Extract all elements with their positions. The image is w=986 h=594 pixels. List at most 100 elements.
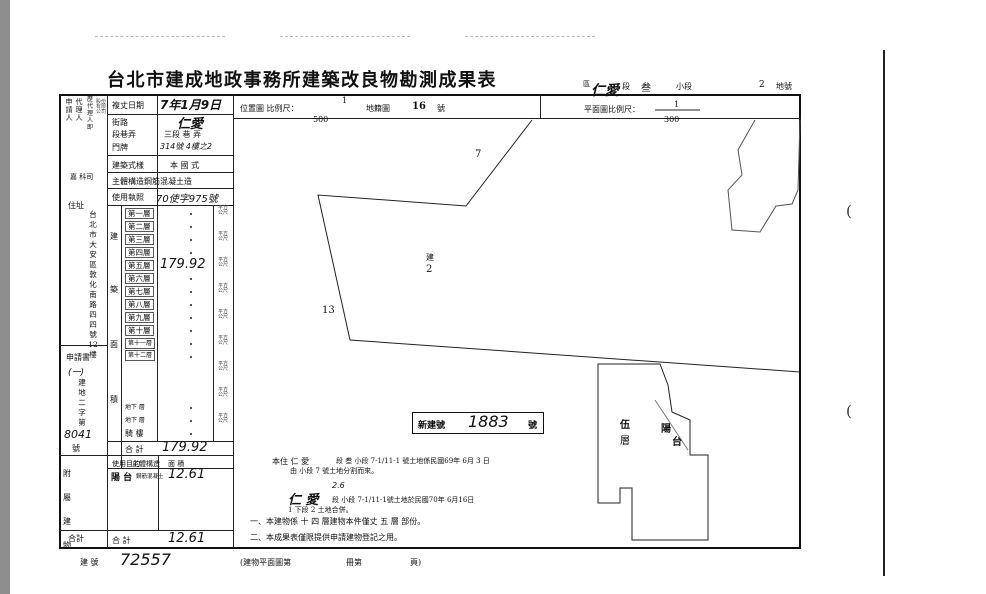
survey-date-value: 7年1月9日	[160, 98, 222, 112]
floor-9: 第九層	[125, 312, 154, 323]
scan-dash-1	[95, 36, 225, 38]
dot	[190, 356, 192, 358]
col-line-1	[107, 95, 108, 548]
floor-2: 第二層	[125, 221, 154, 232]
floor-8: 第八層	[125, 299, 154, 310]
floor-4: 第四層	[125, 247, 154, 258]
map-sheet-value: 16	[412, 101, 426, 112]
floor-plan-balcony-2: 台	[672, 437, 682, 448]
section-value: 叁	[641, 83, 651, 94]
unit-stamp: 平方公尺	[218, 205, 229, 216]
row-line-1	[108, 114, 233, 115]
margin-paren-2: (	[846, 402, 852, 420]
dot	[190, 278, 192, 280]
unit-stamp: 平方公尺	[218, 231, 229, 242]
building-type-label: 建築式樣	[112, 161, 144, 170]
unit-stamp: 平方公尺	[218, 283, 229, 294]
building-no-value: 72557	[120, 550, 171, 569]
floor-plan-outline	[597, 363, 709, 541]
floor-7: 第七層	[125, 286, 154, 297]
row-line-left-1	[59, 345, 107, 346]
parcel-2-label: 2	[426, 264, 433, 275]
dot	[190, 252, 192, 254]
floor-1: 第一層	[125, 208, 154, 219]
col-line-unit	[213, 205, 214, 441]
number-label: 號	[72, 444, 80, 453]
row-line-map-header	[234, 118, 801, 119]
row-line-4	[108, 188, 233, 189]
row-line-annex	[59, 455, 233, 456]
annex-structure-value: 鋼筋混凝土	[136, 474, 164, 480]
unit-stamp: 平方公尺	[218, 309, 229, 320]
section-lane-value: 三段 巷 弄	[164, 130, 202, 139]
annex-area-label: 面 積	[168, 460, 185, 468]
margin-paren-1: (	[846, 202, 852, 220]
floor-plan-divider	[654, 399, 689, 451]
position-scale-label: 位置圖 比例尺：	[240, 104, 299, 113]
survey-table-frame	[59, 94, 801, 549]
plan-sheet-mid: 冊第	[346, 558, 362, 567]
door-label: 門牌	[112, 143, 128, 152]
area-label: 築	[110, 285, 118, 294]
dot	[190, 407, 192, 409]
scan-dash-3	[465, 36, 595, 38]
dot	[190, 343, 192, 345]
map-sheet-suffix: 號	[437, 104, 445, 113]
position-scale-den: 500	[313, 115, 329, 124]
annex-label: 附屬建物	[63, 469, 71, 550]
row-line-annex-head	[108, 468, 233, 469]
basement-2: 地下 層	[125, 417, 145, 424]
parcel-13-label: 13	[322, 305, 335, 316]
dot	[190, 317, 192, 319]
row-line-total	[108, 441, 233, 442]
dot	[190, 291, 192, 293]
subsection-suffix: 小段	[676, 82, 692, 91]
parcel-7-label: 7	[475, 149, 482, 160]
unit-stamp: 平方公尺	[218, 361, 229, 372]
address-text: 台北市大安區敦化南路四四號12樓	[88, 210, 98, 359]
road-value: 仁愛	[177, 117, 204, 132]
note-line2-district: 仁 愛	[288, 493, 319, 508]
col-line-annex	[158, 455, 159, 530]
dot	[190, 304, 192, 306]
dot	[190, 226, 192, 228]
note-line2-prefix: 2.6	[332, 481, 345, 490]
floor-6: 第六層	[125, 273, 154, 284]
col-line-floor	[121, 205, 122, 468]
note-line1b: 由 小段 7 號土地分割而來。	[290, 467, 379, 475]
permit-label: 使用執照	[112, 193, 144, 202]
floor-10: 第十層	[125, 325, 154, 336]
floor-11: 第十一層	[125, 338, 156, 349]
acre-label: 積	[110, 395, 118, 404]
dot	[190, 433, 192, 435]
applicant-sample: 歷代理人即	[86, 96, 93, 131]
dot	[190, 239, 192, 241]
floor-plan-main-2: 層	[620, 436, 630, 447]
road-label: 街路	[112, 118, 128, 127]
row-line-3	[108, 172, 233, 173]
basement-1: 地下 層	[125, 404, 145, 411]
section-lane-label: 段巷弄	[112, 130, 136, 139]
floor-3: 第三層	[125, 234, 154, 245]
annex-structure-label: 主體構造	[132, 460, 160, 468]
floors-total-label: 合 計	[125, 445, 144, 454]
plan-scale-label: 平面圖比例尺：	[584, 105, 640, 114]
unit-stamp: 平方公尺	[218, 257, 229, 268]
structure-label: 主體構造鋼筋混凝土造	[112, 177, 192, 186]
map-sheet-label: 地籍圖	[366, 104, 390, 113]
annex-use-label: 使用目的	[112, 460, 140, 468]
scan-dash-2	[280, 36, 410, 38]
floor-12: 第十二層	[125, 350, 156, 361]
annex-area-value: 12.61	[168, 467, 206, 482]
note-line2b: 1 下段 2 土地合併。	[288, 506, 353, 514]
floor-5: 第五層	[125, 260, 154, 271]
survey-date-label: 複丈日期	[112, 101, 144, 110]
permit-value: 70使字975號	[156, 194, 218, 205]
floor-plan-balcony: 陽	[661, 424, 671, 435]
section-suffix: 段	[622, 82, 630, 91]
position-scale-num: 1	[342, 96, 348, 105]
annex-total-value: 12.61	[168, 531, 206, 546]
door-value: 314號 4樓之2	[160, 142, 212, 151]
lot-value: 2	[759, 80, 765, 90]
